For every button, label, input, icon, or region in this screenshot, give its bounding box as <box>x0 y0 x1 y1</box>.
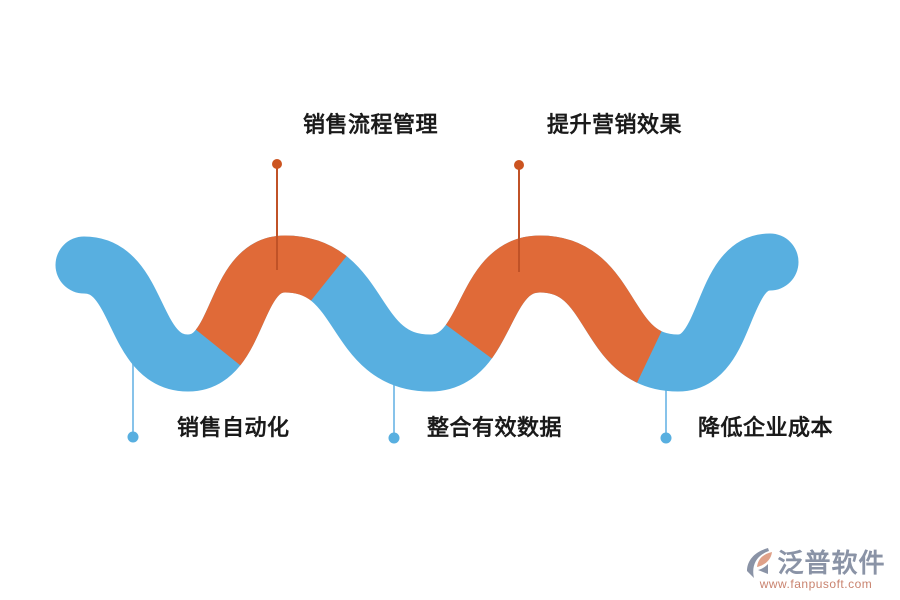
label-sales-automation: 销售自动化 <box>177 415 290 440</box>
fanpu-logo-icon <box>747 548 773 578</box>
leader-dot-integrate-data <box>388 432 400 444</box>
wave-blue-tube <box>55 233 799 392</box>
label-improve-marketing-effect: 提升营销效果 <box>547 112 683 137</box>
watermark-url-text: www.fanpusoft.com <box>759 577 873 591</box>
watermark-brand-text: 泛普软件 <box>777 548 886 578</box>
leader-dot-sales-automation <box>127 431 139 443</box>
label-sales-process-management: 销售流程管理 <box>303 112 439 137</box>
leader-dot-sales-process <box>272 159 282 169</box>
wave-orange-segment-2 <box>445 235 664 383</box>
label-integrate-effective-data: 整合有效数据 <box>427 415 563 440</box>
leader-dot-reduce-cost <box>660 432 672 444</box>
label-reduce-enterprise-cost: 降低企业成本 <box>698 415 834 440</box>
leader-dot-marketing-effect <box>514 160 524 170</box>
watermark: 泛普软件 www.fanpusoft.com <box>738 547 894 591</box>
wave-orange-segment-1 <box>194 235 347 366</box>
